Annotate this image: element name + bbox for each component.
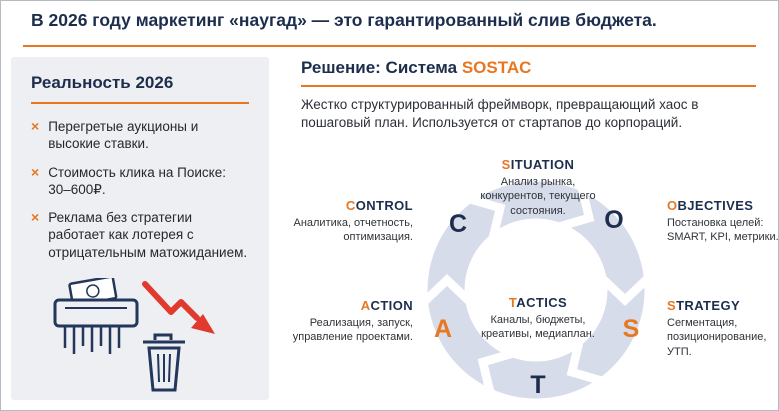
stage-situation: SITUATION Анализ рынка, конкурентов, тек… [468,157,608,218]
stage-situation-title: SITUATION [501,157,575,172]
chevron-arrow-icon [566,340,605,384]
stage-objectives-desc: Постановка целей: SMART, KPI, метрики. [667,217,779,244]
list-item: × Перегретые аукционы и высокие ставки. [31,118,249,153]
stage-control-desc: Аналитика, отчетность, оптимизация. [293,217,413,244]
budget-shredder-illustration [53,278,215,392]
stage-strategy: STRATEGY Сегментация, позиционирование, … [667,298,778,359]
stage-objectives-title: OBJECTIVES [667,198,754,213]
chevron-arrow-icon [604,274,646,306]
stage-strategy-title: STRATEGY [667,298,741,313]
solution-subtitle: Жестко структурированный фреймворк, прев… [301,97,699,131]
down-trend-arrow-icon [142,281,215,334]
ring-band [427,181,645,399]
stage-tactics: TACTICS Каналы, бюджеты, креативы, медиа… [478,295,598,342]
cross-icon: × [31,118,40,134]
shredder-icon [53,298,139,354]
reality-panel-divider [31,102,249,104]
stage-action: ACTION Реализация, запуск, управление пр… [291,298,413,345]
stage-control: CONTROL Аналитика, отчетность, оптимизац… [291,198,413,245]
stage-situation-desc: Анализ рынка, конкурентов, текущего сост… [480,176,596,217]
trash-icon [143,333,185,392]
stage-action-desc: Реализация, запуск, управление проектами… [292,317,413,344]
ring-letter-t: T [530,371,545,399]
ring-letter-s: S [623,315,640,343]
solution-title: Решение: Система SOSTAC [301,58,531,78]
stage-tactics-title: TACTICS [508,295,568,310]
bullet-text: Перегретые аукционы и высокие ставки. [48,119,199,152]
banknote-icon [68,278,118,307]
header-divider [23,45,756,47]
bullet-text: Реклама без стратегии работает как лотер… [48,210,248,260]
stage-strategy-desc: Сегментация, позиционирование, УТП. [667,317,767,358]
list-item: × Реклама без стратегии работает как лот… [31,209,249,261]
list-item: × Стоимость клика на Поиске: 30–600₽. [31,164,249,199]
reality-panel: Реальность 2026 × Перегретые аукционы и … [11,57,269,400]
stage-tactics-desc: Каналы, бюджеты, креативы, медиаплан. [481,314,595,341]
stage-action-title: ACTION [360,298,413,313]
ring-letter-c: C [449,210,467,238]
chevron-arrow-icon [477,350,516,394]
cross-icon: × [31,163,40,180]
bullet-text: Стоимость клика на Поиске: 30–600₽. [48,164,226,197]
chevron-arrow-icon [426,274,468,306]
reality-panel-title: Реальность 2026 [31,73,174,92]
sostac-label: SOSTAC [461,58,532,77]
stage-objectives: OBJECTIVES Постановка целей: SMART, KPI,… [667,198,779,245]
cross-icon: × [31,209,40,226]
stage-control-title: CONTROL [345,198,413,213]
ring-letter-a: A [434,315,452,343]
solution-title-prefix: Решение: Система [301,58,462,77]
page-title: В 2026 году маркетинг «наугад» — это гар… [31,10,657,30]
solution-divider [301,85,756,87]
